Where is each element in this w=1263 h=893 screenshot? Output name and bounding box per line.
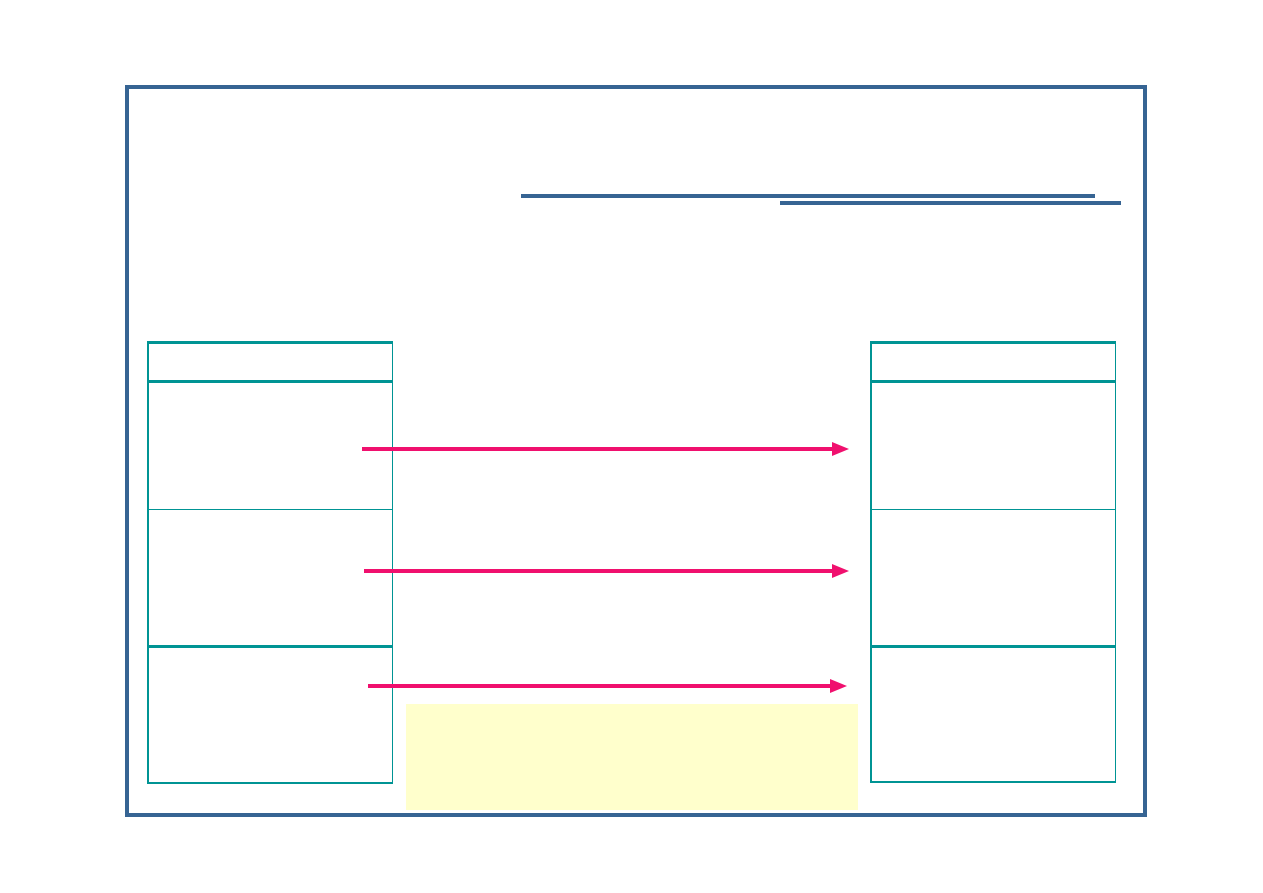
- arrow-head-icon: [830, 679, 847, 693]
- arrow-line: [364, 569, 832, 573]
- right-table-row-3: [872, 648, 1115, 781]
- arrow-head-icon: [832, 442, 849, 456]
- left-table-row-1: [149, 383, 392, 510]
- right-table-row-2: [872, 510, 1115, 648]
- right-table-header-cell: [872, 344, 1115, 383]
- left-table-row-3: [149, 648, 392, 782]
- arrow-line: [368, 684, 830, 688]
- left-table-row-2: [149, 510, 392, 648]
- left-table-header-cell: [149, 344, 392, 383]
- arrow-line: [362, 447, 832, 451]
- title-underline-1: [521, 194, 1095, 198]
- arrow-head-icon: [832, 564, 849, 578]
- highlight-box: [406, 704, 858, 810]
- title-underline-2: [780, 201, 1121, 205]
- right-table: [870, 341, 1116, 783]
- left-table: [147, 341, 393, 784]
- right-table-row-1: [872, 383, 1115, 510]
- slide-frame: [125, 85, 1147, 817]
